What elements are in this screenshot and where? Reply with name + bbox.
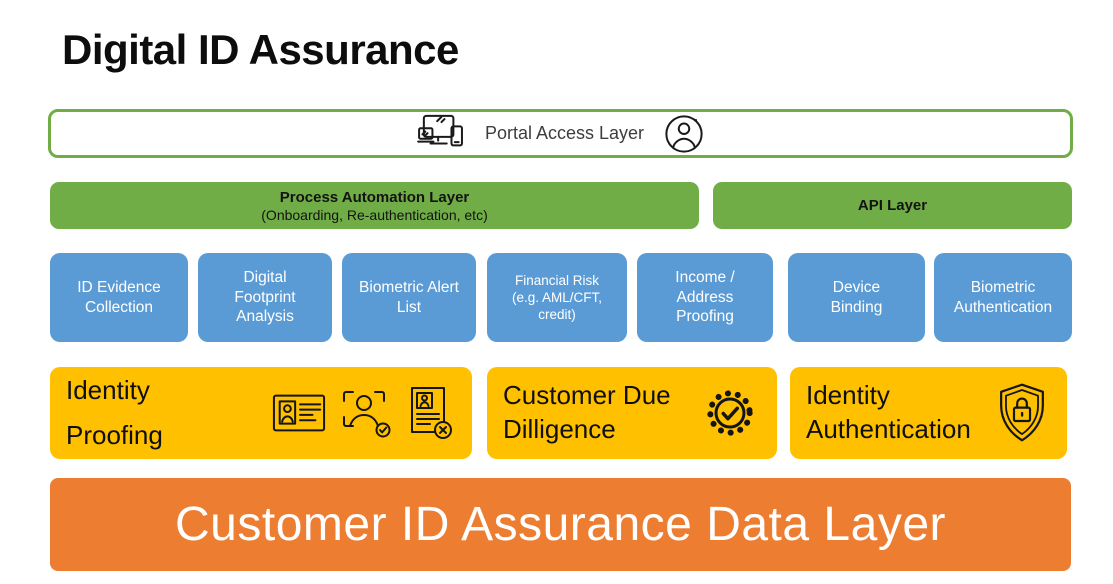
customer-due-dilligence-icons [701,384,759,442]
customer-id-assurance-data-layer-box: Customer ID Assurance Data Layer [50,478,1071,571]
page-title: Digital ID Assurance [62,26,459,73]
customer-due-dilligence-box: Customer Due Dilligence [487,367,777,459]
process-automation-layer-title: Process Automation Layer [279,188,470,206]
identity-proofing-label: Identity Proofing [66,374,163,451]
customer-due-dilligence-label: Customer Due Dilligence [503,380,671,444]
process-automation-layer-subtitle: (Onboarding, Re-authentication, etc) [261,206,488,223]
user-circle-icon [664,114,704,154]
identity-proofing-icons [272,386,452,440]
devices-icon [417,114,465,154]
api-layer-box: API Layer [713,182,1072,229]
capability-id-evidence-collection: ID Evidence Collection [50,253,188,342]
face-scan-check-icon [340,388,392,438]
capability-income-address-proofing: Income / Address Proofing [637,253,773,342]
portal-access-layer-label: Portal Access Layer [484,123,645,143]
capability-financial-risk: Financial Risk (e.g. AML/CFT, credit) [487,253,627,342]
portal-access-layer-box: Portal Access Layer [48,109,1073,158]
badge-check-icon [701,384,759,442]
capability-digital-footprint-analysis: Digital Footprint Analysis [198,253,332,342]
id-card-icon [272,392,326,434]
process-automation-layer-box: Process Automation Layer (Onboarding, Re… [50,182,699,229]
customer-id-assurance-data-layer-label: Customer ID Assurance Data Layer [175,498,946,551]
capability-biometric-authentication: Biometric Authentication [934,253,1072,342]
identity-proofing-box: Identity Proofing [50,367,472,459]
identity-authentication-label: Identity Authentication [806,380,971,444]
shield-lock-icon [995,382,1049,444]
document-x-icon [406,386,452,440]
identity-authentication-box: Identity Authentication [790,367,1067,459]
capability-device-binding: Device Binding [788,253,925,342]
identity-authentication-icons [995,382,1049,444]
api-layer-title: API Layer [857,197,928,214]
capability-biometric-alert-list: Biometric Alert List [342,253,476,342]
